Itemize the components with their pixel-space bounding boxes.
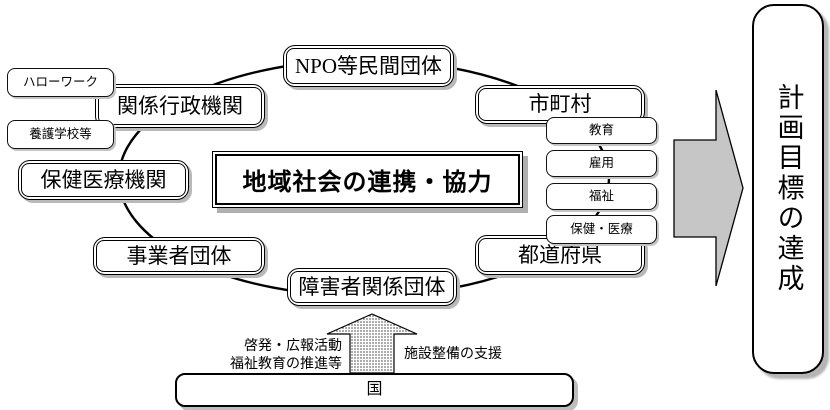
sub-special-schools: 養護学校等 bbox=[7, 120, 114, 149]
nation-left-note-line1: 啓発・広報活動 bbox=[244, 337, 342, 353]
node-business-label: 事業者団体 bbox=[126, 243, 232, 268]
field-health-medical: 保健・医療 bbox=[546, 215, 657, 244]
node-npo-label: NPO等民間団体 bbox=[294, 53, 442, 78]
sub-hello-work-label: ハローワーク bbox=[22, 75, 98, 90]
field-health-medical-label: 保健・医療 bbox=[570, 222, 633, 237]
field-welfare: 福祉 bbox=[546, 183, 657, 210]
node-disability-orgs: 障害者関係団体 bbox=[287, 268, 457, 306]
node-admin-agencies-label: 関係行政機関 bbox=[117, 93, 243, 118]
field-employment-label: 雇用 bbox=[588, 156, 614, 171]
right-block-arrow-icon bbox=[673, 89, 744, 287]
goal-label: 計画目標の達成 bbox=[773, 83, 804, 295]
center-slogan-label: 地域社会の連携・協力 bbox=[242, 169, 493, 196]
nation-box: 国 bbox=[175, 373, 574, 407]
nation-right-note-label: 施設整備の支援 bbox=[404, 345, 502, 361]
node-health-medical-label: 保健医療機関 bbox=[40, 167, 167, 192]
nation-label: 国 bbox=[366, 381, 383, 398]
node-business: 事業者団体 bbox=[93, 237, 265, 275]
node-npo: NPO等民間団体 bbox=[283, 45, 454, 87]
center-slogan-box: 地域社会の連携・協力 bbox=[212, 151, 523, 208]
nation-left-note-line2: 福祉教育の推進等 bbox=[230, 355, 342, 371]
sub-hello-work: ハローワーク bbox=[7, 68, 114, 97]
sub-special-schools-label: 養護学校等 bbox=[29, 127, 92, 142]
node-prefectures-label: 都道府県 bbox=[518, 242, 602, 267]
nation-right-note: 施設整備の支援 bbox=[404, 344, 502, 362]
node-disability-orgs-label: 障害者関係団体 bbox=[298, 274, 446, 299]
field-employment: 雇用 bbox=[546, 150, 657, 177]
goal-box: 計画目標の達成 bbox=[752, 4, 824, 374]
field-welfare-label: 福祉 bbox=[588, 189, 614, 204]
field-education: 教育 bbox=[546, 117, 657, 144]
node-health-medical: 保健医療機関 bbox=[18, 160, 189, 200]
field-education-label: 教育 bbox=[588, 123, 614, 138]
node-municipalities-label: 市町村 bbox=[528, 92, 592, 116]
nation-left-note: 啓発・広報活動 福祉教育の推進等 bbox=[180, 336, 342, 372]
node-admin-agencies: 関係行政機関 bbox=[95, 84, 265, 128]
